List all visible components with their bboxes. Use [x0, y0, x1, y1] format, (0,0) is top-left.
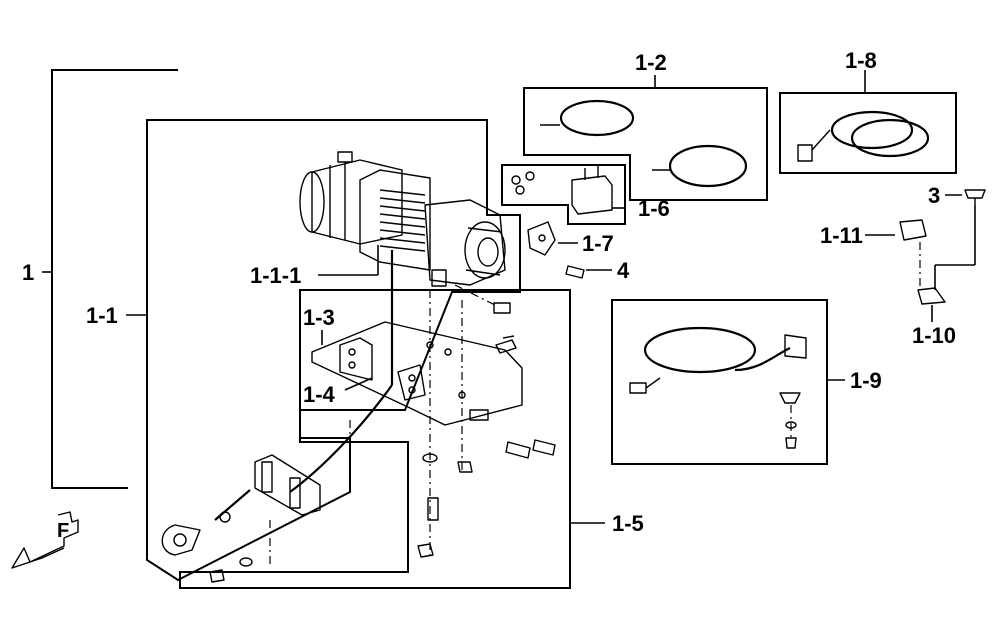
callout-1: 1 [22, 260, 34, 285]
callout-4: 4 [617, 258, 630, 283]
cable-drum [379, 189, 426, 252]
callout-1-7: 1-7 [582, 231, 614, 256]
relay-1-6 [511, 166, 613, 215]
fairlead-and-hook [161, 384, 393, 556]
small-parts [899, 189, 986, 305]
callout-1-3: 1-3 [303, 305, 335, 330]
callout-1-6: 1-6 [638, 196, 670, 221]
bracket-1 [51, 69, 178, 489]
callout-1-1-1: 1-1-1 [250, 263, 301, 288]
frame-1-2 [523, 87, 768, 201]
cables-1-2 [540, 99, 748, 188]
harness-1-8 [797, 110, 930, 162]
frame-1-9 [611, 299, 828, 465]
callout-1-4: 1-4 [303, 382, 336, 407]
callout-1-5: 1-5 [612, 511, 644, 536]
remote-harness-1-9 [629, 326, 807, 449]
winch-assembly [299, 151, 506, 385]
callout-3: 3 [928, 183, 940, 208]
front-mark-label: F [57, 520, 69, 542]
frame-1-6 [501, 164, 626, 225]
frame-1-5 [179, 289, 571, 589]
callout-1-8: 1-8 [845, 48, 877, 73]
front-arrow-icon [11, 511, 79, 569]
callout-1-9: 1-9 [850, 368, 882, 393]
callout-1-2: 1-2 [635, 50, 667, 75]
callout-1-10: 1-10 [912, 323, 956, 348]
bracket-1-7 [527, 221, 585, 279]
leader-lines [42, 70, 976, 524]
mounting-plate [311, 321, 523, 426]
hardware [209, 284, 556, 583]
callout-1-11: 1-11 [820, 223, 863, 248]
frame-1-1 [146, 119, 521, 582]
frame-1-8 [779, 92, 957, 174]
callout-1-1: 1-1 [86, 303, 118, 328]
